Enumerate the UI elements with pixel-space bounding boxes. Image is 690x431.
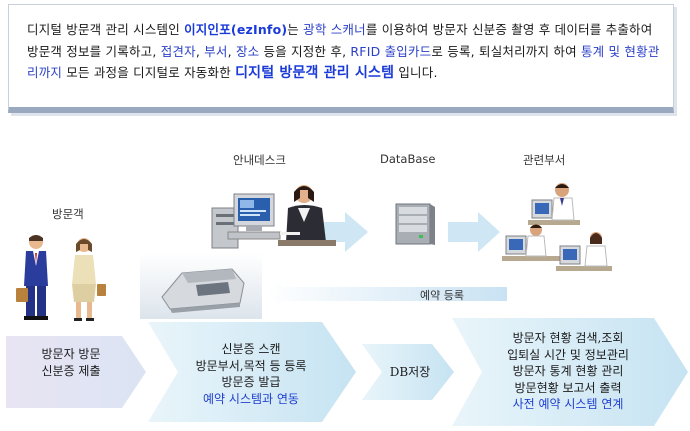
process-step-4: 방문자 현황 검색,조회 입퇴실 시간 및 정보관리 방문자 통계 현황 관리 … xyxy=(480,330,656,413)
intro-text-6: 모든 과정을 디지털로 자동화한 xyxy=(62,65,236,80)
highlight-rfid: RFID 출입카드 xyxy=(350,43,432,59)
process-flow xyxy=(6,318,688,426)
department-staff-illustration xyxy=(502,183,612,271)
intro-text-1: 디지털 방문객 관리 시스템인 xyxy=(27,22,185,37)
intro-text-4: 등을 지정한 후, xyxy=(259,43,351,59)
step-4-line-1: 방문자 현황 검색,조회 xyxy=(512,331,624,345)
brand-name: 이지인포(ezInfo) xyxy=(184,22,288,37)
step-4-line-4: 방문현황 보고서 출력 xyxy=(514,380,622,395)
desk-computer xyxy=(211,193,281,249)
process-step-3-shape xyxy=(362,344,454,400)
process-step-1-shape xyxy=(6,336,146,408)
step-4-blue-line: 사전 예약 시스템 연계 xyxy=(512,397,624,411)
step-2-line-3: 방문증 발급 xyxy=(221,375,281,389)
intro-text-5: 로 등록, 퇴실처리까지 하여 xyxy=(431,43,581,59)
desk-receptionist xyxy=(278,185,336,246)
intro-text: 디지털 방문객 관리 시스템인 이지인포(ezInfo)는 광학 스캐너를 이용… xyxy=(27,19,667,85)
label-front-desk: 안내데스크 xyxy=(233,153,286,167)
staff-2 xyxy=(502,224,560,261)
process-step-1: 방문자 방문 신분증 제출 xyxy=(18,346,124,379)
visitor-man-figure xyxy=(16,235,48,320)
scanner-illustration xyxy=(140,253,262,319)
step-3-line-1: DB저장 xyxy=(389,365,431,379)
front-desk-illustration xyxy=(211,185,336,249)
intro-text-2: 는 xyxy=(287,22,304,37)
visitor-woman-figure xyxy=(72,238,106,321)
highlight-stats: 통계 및 현황관리까지 xyxy=(27,43,660,81)
staff-1 xyxy=(528,183,580,225)
step-4-line-3: 방문자 통계 현황 관리 xyxy=(512,364,624,378)
step-2-line-1: 신분증 스캔 xyxy=(221,342,281,356)
process-step-2: 신분증 스캔 방문부서,목적 등 등록 방문증 발급 예약 시스템과 연동 xyxy=(176,341,326,407)
intro-text-3: 를 이용하여 방문자 신분증 촬영 후 데이터를 추출하여 방문객 정보를 기록… xyxy=(27,22,653,59)
process-step-4-shape xyxy=(452,318,688,426)
intro-comma-2: , xyxy=(227,43,236,59)
process-step-3: DB저장 xyxy=(380,364,440,381)
step-1-line-2: 신분증 제출 xyxy=(41,363,101,378)
label-department: 관련부서 xyxy=(523,153,566,167)
intro-box: 디지털 방문객 관리 시스템인 이지인포(ezInfo)는 광학 스캐너를 이용… xyxy=(8,4,674,113)
staff-3 xyxy=(556,232,612,271)
visitor-figures xyxy=(16,235,106,321)
flow-arrow-db-to-dept xyxy=(448,212,500,252)
step-1-line-1: 방문자 방문 xyxy=(41,347,101,361)
highlight-system: 디지털 방문객 관리 시스템 xyxy=(235,65,395,81)
highlight-contact: 접견자 xyxy=(160,43,196,59)
label-visitor: 방문객 xyxy=(52,207,84,221)
highlight-dept: 부서 xyxy=(204,43,228,59)
highlight-scanner: 광학 스캐너 xyxy=(303,22,366,37)
label-database: DataBase xyxy=(380,152,436,166)
database-server-illustration xyxy=(395,203,435,245)
intro-text-7: 입니다. xyxy=(394,65,438,80)
intro-comma-1: , xyxy=(195,43,205,59)
step-2-blue-line: 예약 시스템과 연동 xyxy=(203,391,299,406)
highlight-place: 장소 xyxy=(235,43,260,59)
step-4-line-2: 입퇴실 시간 및 정보관리 xyxy=(507,347,629,362)
reservation-arrow xyxy=(265,282,507,306)
step-2-line-2: 방문부서,목적 등 등록 xyxy=(195,358,307,373)
process-step-2-shape xyxy=(148,322,356,422)
reservation-label: 예약 등록 xyxy=(420,289,464,302)
